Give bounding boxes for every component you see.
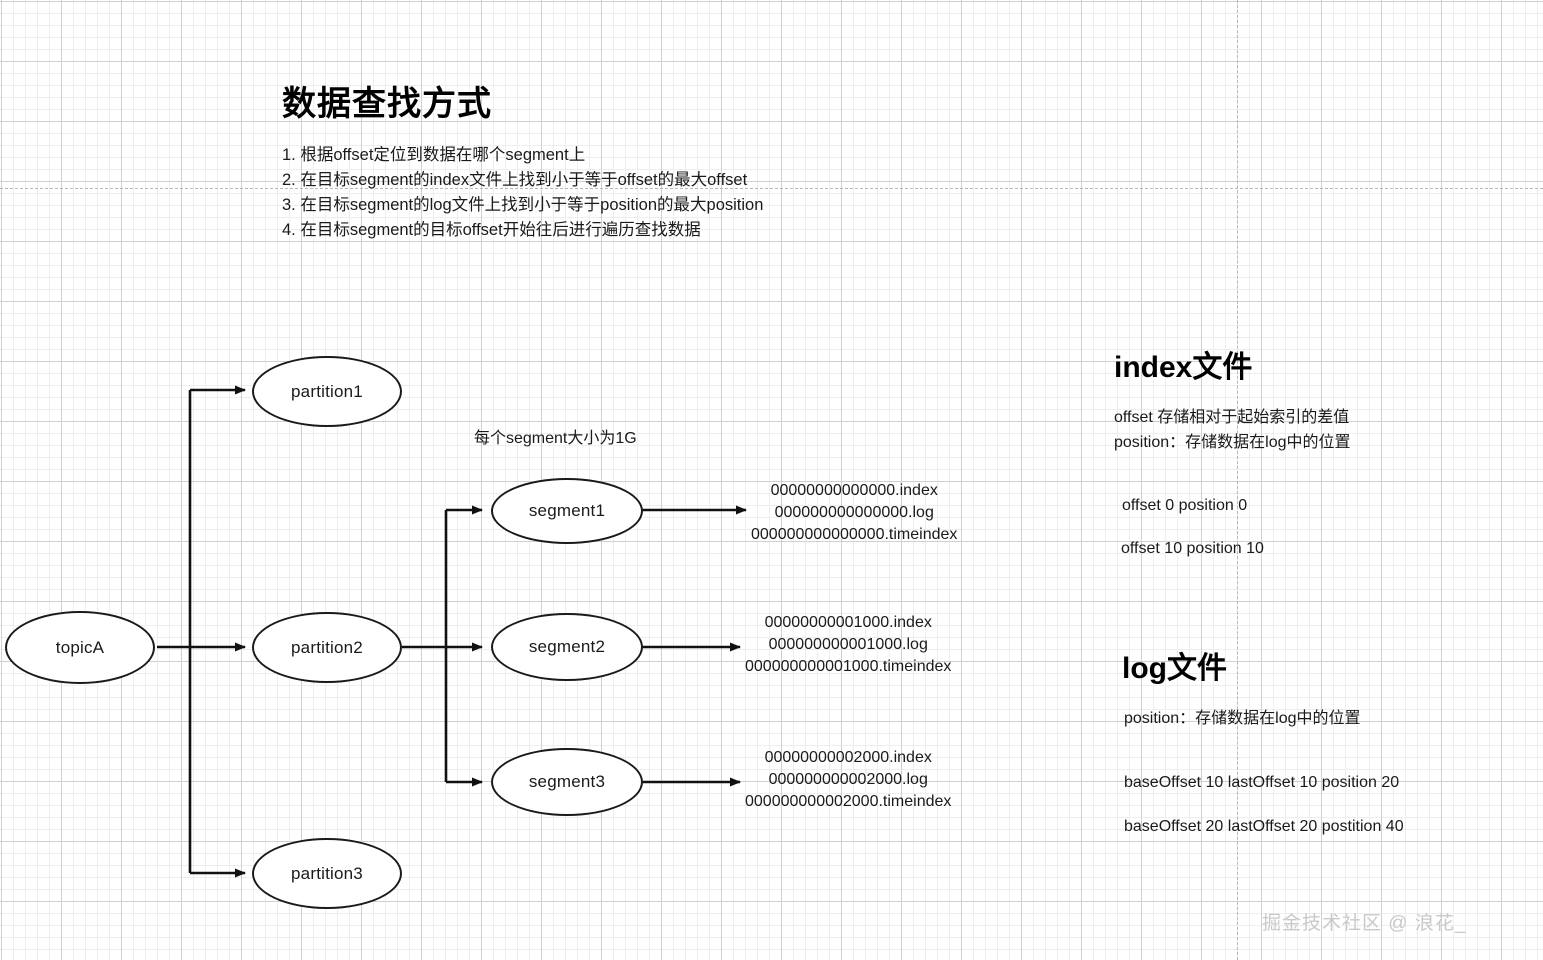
step-item-3: 3. 在目标segment的log文件上找到小于等于position的最大pos… (282, 196, 764, 215)
index-entry-1: offset 0 position 0 (1122, 497, 1248, 514)
node-segment3-label: segment3 (528, 772, 606, 791)
index-entry-2: offset 10 position 10 (1121, 540, 1264, 557)
guide-line-horizontal (0, 188, 1543, 189)
segment-size-note: 每个segment大小为1G (474, 430, 637, 447)
watermark: 掘金技术社区 @ 浪花_ (1262, 913, 1467, 934)
page-title: 数据查找方式 (282, 85, 492, 123)
index-panel-description-line-2: position：存储数据在log中的位置 (1114, 433, 1351, 451)
log-panel-title: log文件 (1122, 652, 1227, 685)
index-panel-description-line-1: offset 存储相对于起始索引的差值 (1114, 409, 1350, 426)
step-item-1: 1. 根据offset定位到数据在哪个segment上 (282, 146, 586, 164)
file-index-segment3: 00000000002000.index (764, 749, 932, 766)
file-list-segment2: 00000000001000.index 000000000001000.log… (745, 612, 951, 678)
log-entry-1: baseOffset 10 lastOffset 10 position 20 (1124, 774, 1400, 791)
log-panel-description-line-1: position：存储数据在log中的位置 (1124, 710, 1361, 727)
node-segment2-label: segment2 (528, 637, 606, 656)
node-segment1-label: segment1 (528, 501, 606, 520)
node-partition2-label: partition2 (291, 637, 363, 657)
node-segment2[interactable]: segment2 (491, 613, 643, 681)
steps-list: 1. 根据offset定位到数据在哪个segment上 2. 在目标segmen… (282, 143, 763, 243)
node-segment1[interactable]: segment1 (491, 478, 643, 544)
node-topic-a[interactable]: topicA (5, 611, 155, 684)
step-item-2: 2. 在目标segment的index文件上找到小于等于offset的最大off… (282, 171, 748, 190)
file-log-segment1: 000000000000000.log (774, 504, 934, 522)
node-partition2[interactable]: partition2 (252, 612, 402, 683)
index-panel-title: index文件 (1114, 351, 1253, 384)
node-partition3-label: partition3 (291, 863, 363, 883)
node-segment3[interactable]: segment3 (491, 748, 643, 816)
file-timeindex-segment1: 000000000000000.timeindex (751, 526, 958, 544)
file-index-segment1: 00000000000000.index (770, 482, 938, 499)
node-partition1[interactable]: partition1 (252, 356, 402, 427)
node-partition1-label: partition1 (291, 381, 363, 401)
file-list-segment3: 00000000002000.index 000000000002000.log… (745, 747, 951, 813)
file-log-segment2: 000000000001000.log (768, 636, 928, 654)
step-item-4: 4. 在目标segment的目标offset开始往后进行遍历查找数据 (282, 221, 701, 240)
index-panel-description: offset 存储相对于起始索引的差值 position：存储数据在log中的位… (1114, 406, 1351, 456)
file-timeindex-segment3: 000000000002000.timeindex (745, 793, 952, 811)
log-panel-description: position：存储数据在log中的位置 (1124, 707, 1361, 732)
node-topic-a-label: topicA (55, 637, 105, 657)
file-index-segment2: 00000000001000.index (764, 614, 932, 631)
guide-line-vertical (1237, 0, 1238, 960)
file-log-segment3: 000000000002000.log (768, 771, 928, 789)
file-list-segment1: 00000000000000.index 000000000000000.log… (751, 480, 957, 546)
node-partition3[interactable]: partition3 (252, 838, 402, 909)
file-timeindex-segment2: 000000000001000.timeindex (745, 658, 952, 676)
log-entry-2: baseOffset 20 lastOffset 20 postition 40 (1124, 818, 1404, 835)
